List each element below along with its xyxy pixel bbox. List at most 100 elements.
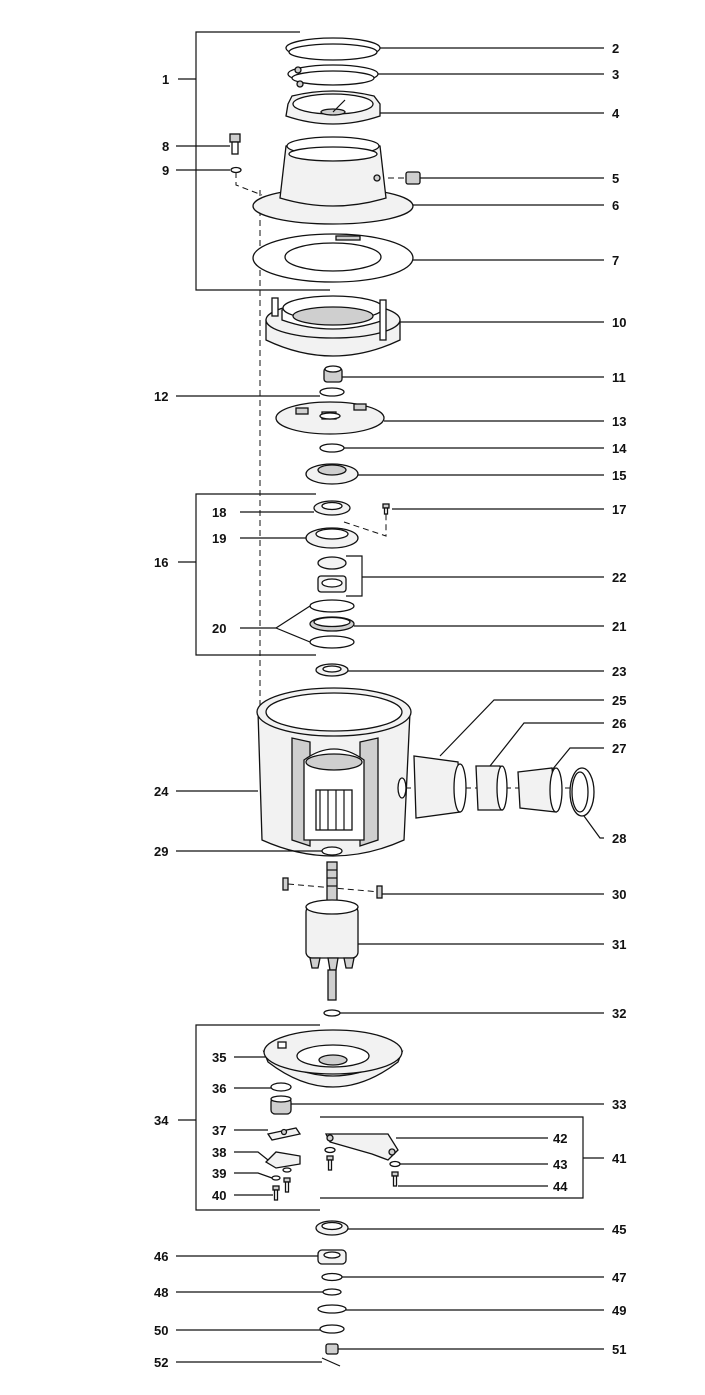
callout-16: 16 bbox=[154, 555, 168, 570]
callout-33: 33 bbox=[612, 1097, 626, 1112]
callout-48: 48 bbox=[154, 1285, 168, 1300]
bracket-22 bbox=[346, 555, 604, 597]
callout-36: 36 bbox=[212, 1081, 226, 1096]
callout-29: 29 bbox=[154, 844, 168, 859]
part-51-nut bbox=[325, 1343, 339, 1355]
part-20-o-ring-upper bbox=[309, 599, 355, 613]
part-40-screws bbox=[272, 1177, 291, 1201]
callout-41: 41 bbox=[612, 1151, 626, 1166]
part-52-cotter-pin bbox=[321, 1357, 341, 1367]
part-26-coupling bbox=[475, 765, 508, 811]
part-15-bearing-cap bbox=[305, 463, 359, 485]
callout-15: 15 bbox=[612, 468, 626, 483]
callout-31: 31 bbox=[612, 937, 626, 952]
callout-43: 43 bbox=[553, 1157, 567, 1172]
part-12-washer bbox=[319, 387, 345, 397]
callout-51: 51 bbox=[612, 1342, 626, 1357]
callout-47: 47 bbox=[612, 1270, 626, 1285]
callout-25: 25 bbox=[612, 693, 626, 708]
callout-4: 4 bbox=[612, 106, 620, 121]
part-39-washer-2 bbox=[282, 1167, 292, 1173]
part-48-washer bbox=[322, 1288, 342, 1296]
pin-30-path bbox=[287, 883, 381, 893]
callout-26: 26 bbox=[612, 716, 626, 731]
callout-44: 44 bbox=[553, 1179, 568, 1194]
part-3-mounting-ring bbox=[287, 64, 379, 88]
part-5-plug bbox=[405, 171, 421, 185]
callout-34: 34 bbox=[154, 1113, 169, 1128]
part-29-o-ring bbox=[321, 846, 343, 856]
group-bracket-16 bbox=[178, 493, 316, 656]
part-30-pin-left bbox=[282, 877, 289, 891]
callout-10: 10 bbox=[612, 315, 626, 330]
part-22-bearings bbox=[317, 556, 347, 593]
callout-52: 52 bbox=[154, 1355, 168, 1370]
callout-39: 39 bbox=[212, 1166, 226, 1181]
part-43-washer-right bbox=[389, 1160, 401, 1168]
callout-20: 20 bbox=[212, 621, 226, 636]
part-14-washer bbox=[319, 443, 345, 453]
callout-12: 12 bbox=[154, 389, 168, 404]
part-33-bearing bbox=[270, 1095, 292, 1115]
callout-32: 32 bbox=[612, 1006, 626, 1021]
callout-50: 50 bbox=[154, 1323, 168, 1338]
part-39-washer bbox=[271, 1175, 281, 1181]
callout-18: 18 bbox=[212, 505, 226, 520]
part-13-turntable bbox=[275, 401, 385, 435]
callout-22: 22 bbox=[612, 570, 626, 585]
part-36-o-ring bbox=[270, 1082, 292, 1092]
callout-labels: 1 2 3 4 5 6 7 8 9 10 11 12 13 14 15 16 1… bbox=[154, 41, 627, 1370]
part-47-washer bbox=[321, 1272, 343, 1282]
leader-lines bbox=[176, 47, 604, 1363]
screw-9-path bbox=[235, 172, 263, 196]
part-46-bearing bbox=[317, 1249, 347, 1265]
part-42-lever bbox=[324, 1133, 399, 1161]
callout-5: 5 bbox=[612, 171, 619, 186]
callout-24: 24 bbox=[154, 784, 169, 799]
callout-30: 30 bbox=[612, 887, 626, 902]
group-bracket-41 bbox=[320, 1116, 604, 1199]
part-30-pin-right bbox=[376, 885, 383, 899]
callout-23: 23 bbox=[612, 664, 626, 679]
callout-28: 28 bbox=[612, 831, 626, 846]
part-21-snap-ring bbox=[309, 616, 355, 632]
part-50-washer bbox=[319, 1324, 345, 1334]
callout-38: 38 bbox=[212, 1145, 226, 1160]
part-31-rotor bbox=[305, 861, 359, 1001]
part-32-washer bbox=[323, 1009, 341, 1017]
part-23-seal bbox=[315, 663, 349, 677]
callout-3: 3 bbox=[612, 67, 619, 82]
part-17-screw bbox=[382, 503, 390, 515]
callout-40: 40 bbox=[212, 1188, 226, 1203]
group-bracket-34 bbox=[178, 1024, 320, 1211]
part-28-hose-clamp bbox=[569, 767, 595, 817]
callout-49: 49 bbox=[612, 1303, 626, 1318]
callout-37: 37 bbox=[212, 1123, 226, 1138]
part-4-sink-flange bbox=[285, 90, 381, 125]
callout-45: 45 bbox=[612, 1222, 626, 1237]
callout-46: 46 bbox=[154, 1249, 168, 1264]
part-43-washer-left bbox=[324, 1146, 336, 1154]
part-8-screw bbox=[229, 133, 241, 155]
callout-42: 42 bbox=[553, 1131, 567, 1146]
callout-7: 7 bbox=[612, 253, 619, 268]
callout-9: 9 bbox=[162, 163, 169, 178]
part-49-o-ring bbox=[317, 1304, 347, 1314]
part-11-nut bbox=[323, 365, 343, 383]
part-9-washer bbox=[230, 166, 242, 174]
part-38-actuator bbox=[264, 1151, 301, 1169]
part-35-end-bell bbox=[262, 1029, 404, 1088]
callout-17: 17 bbox=[612, 502, 626, 517]
group-bracket-1 bbox=[178, 31, 330, 291]
part-18-seal bbox=[313, 500, 351, 516]
callout-13: 13 bbox=[612, 414, 626, 429]
part-37-switch-bracket bbox=[266, 1127, 302, 1141]
callout-11: 11 bbox=[612, 370, 626, 385]
part-24-lower-housing bbox=[256, 687, 412, 857]
screw-17-path bbox=[343, 514, 387, 537]
part-27-reducer bbox=[517, 767, 563, 813]
callout-21: 21 bbox=[612, 619, 626, 634]
part-20-o-ring-lower bbox=[309, 635, 355, 649]
